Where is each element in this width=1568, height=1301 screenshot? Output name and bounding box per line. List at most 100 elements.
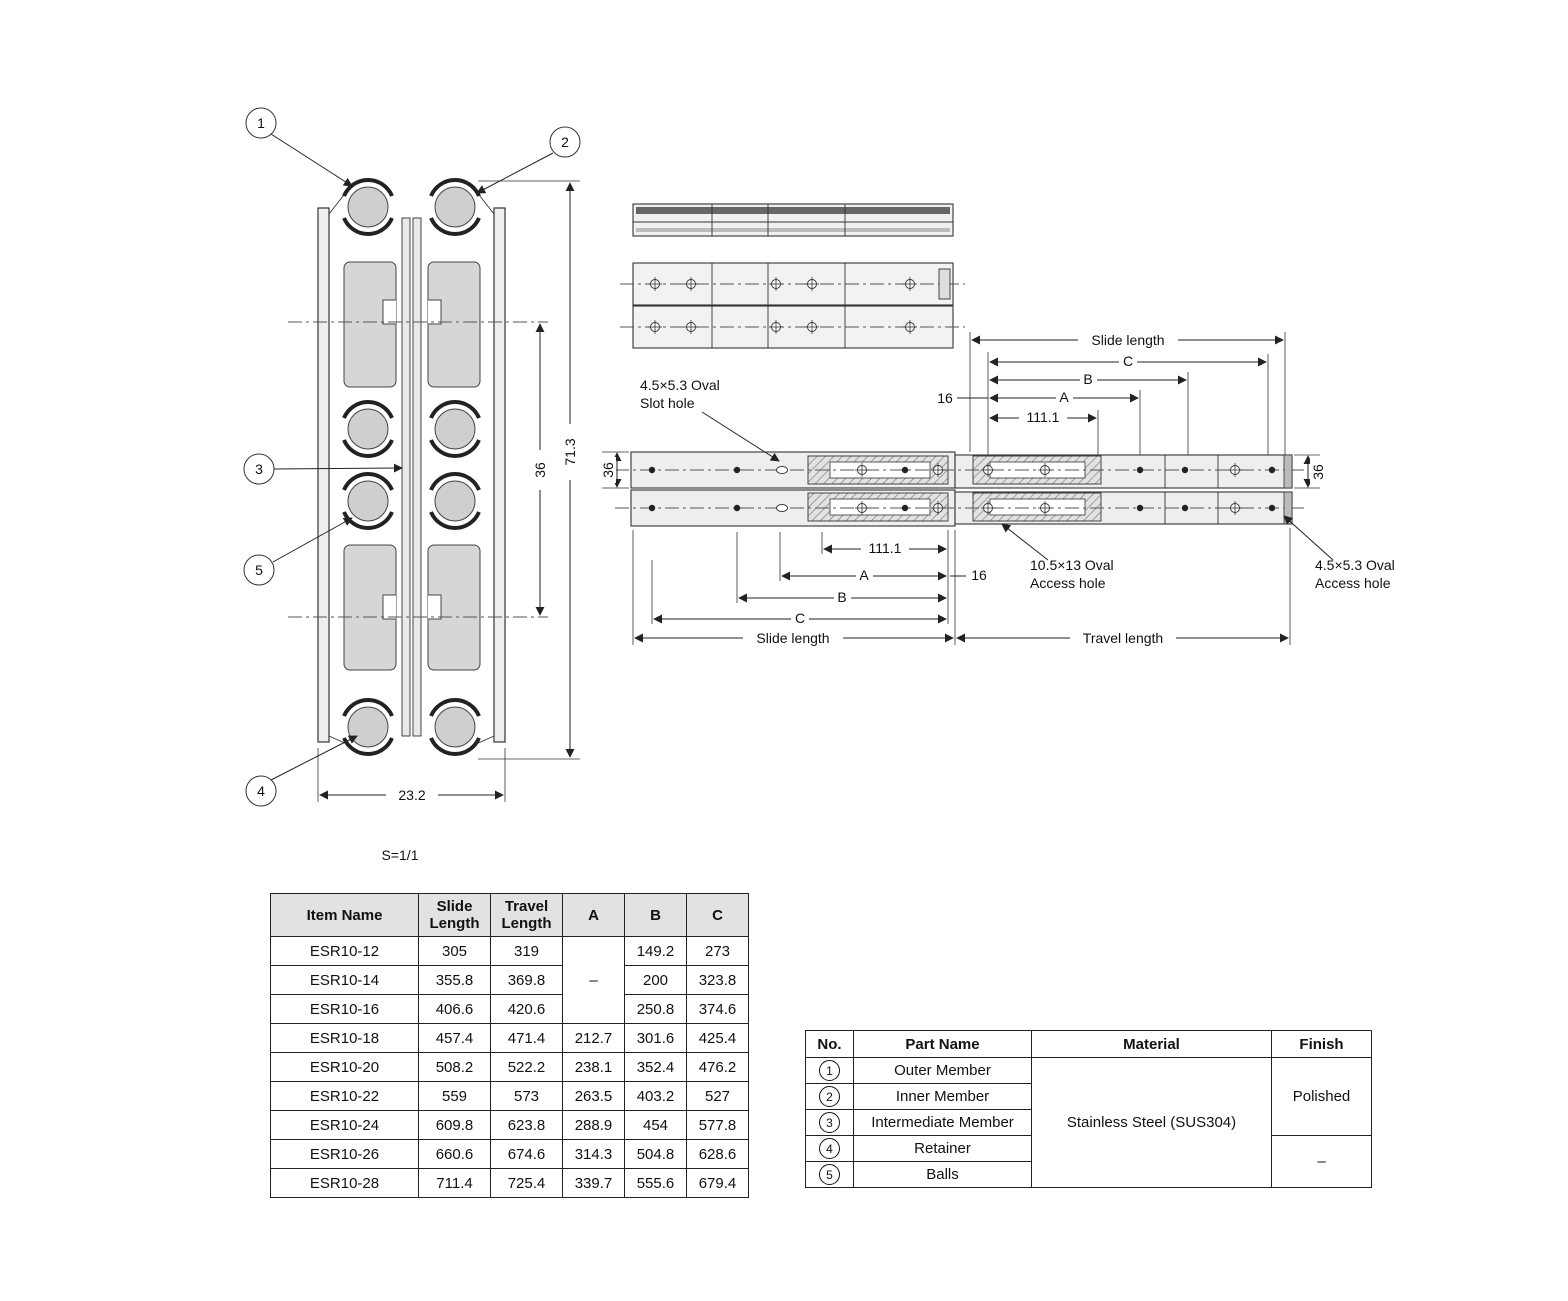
dim-c-top: C [1123, 353, 1133, 369]
dim-36-cross: 36 [531, 323, 549, 616]
cell-b: 200 [624, 965, 687, 995]
cell-part-name: Inner Member [853, 1083, 1032, 1110]
table-row: ESR10-16 406.6 420.6 250.8 374.6 [270, 994, 749, 1024]
callout-4: 4 [257, 783, 265, 799]
cell-travel: 471.4 [490, 1023, 563, 1053]
svg-text:36: 36 [1310, 464, 1326, 480]
cross-section-drawing: 36 71.3 23.2 S=1/1 1 [243, 107, 581, 863]
cell-a: 263.5 [562, 1081, 625, 1111]
cell-no: 4 [805, 1135, 854, 1162]
cell-finish-polished: Polished [1271, 1057, 1372, 1136]
table-row: ESR10-20 508.2 522.2 238.1 352.4 476.2 [270, 1052, 749, 1082]
spec-table: Item Name Slide Length Travel Length A B… [270, 893, 749, 1198]
access-hole-right-label: 4.5×5.3 Oval [1315, 557, 1395, 573]
cell-no: 2 [805, 1083, 854, 1110]
table-row: ESR10-12 305 319 – 149.2 273 [270, 936, 749, 1024]
cell-part-name: Outer Member [853, 1057, 1032, 1084]
dims-bottom-left: 111.1 A 16 B C Slide length Travel lengt… [632, 528, 1291, 646]
cell-a: 288.9 [562, 1110, 625, 1140]
cell-no: 3 [805, 1109, 854, 1136]
spec-header-row: Item Name Slide Length Travel Length A B… [270, 893, 749, 937]
dim-23-2: 23.2 [317, 748, 506, 803]
cell-item: ESR10-26 [270, 1139, 419, 1169]
cell-c: 374.6 [686, 994, 749, 1024]
cell-c: 476.2 [686, 1052, 749, 1082]
table-row: 5 Balls [805, 1161, 1372, 1188]
table-row: ESR10-22 559 573 263.5 403.2 527 [270, 1081, 749, 1111]
table-row: 4 Retainer – [805, 1135, 1372, 1188]
cell-c: 577.8 [686, 1110, 749, 1140]
cell-item: ESR10-22 [270, 1081, 419, 1111]
cell-slide: 457.4 [418, 1023, 491, 1053]
dim-b-bottom: B [837, 589, 846, 605]
cell-item: ESR10-12 [270, 936, 419, 966]
cell-b: 149.2 [624, 936, 687, 966]
cell-b: 454 [624, 1110, 687, 1140]
side-view-plan [620, 262, 965, 349]
callout-5: 5 [255, 562, 263, 578]
cell-travel: 522.2 [490, 1052, 563, 1082]
cell-travel: 573 [490, 1081, 563, 1111]
cell-travel: 623.8 [490, 1110, 563, 1140]
cell-slide: 406.6 [418, 994, 491, 1024]
svg-text:36: 36 [532, 462, 548, 478]
dim-slide-length-bottom: Slide length [756, 630, 829, 646]
side-view-extended [615, 451, 1305, 527]
table-row: 1 Outer Member Stainless Steel (SUS304) … [805, 1057, 1372, 1188]
cell-b: 403.2 [624, 1081, 687, 1111]
leader-labels: 4.5×5.3 Oval Slot hole 10.5×13 Oval Acce… [640, 377, 1395, 591]
access-hole-mid-label: 10.5×13 Oval [1030, 557, 1114, 573]
cell-no: 5 [805, 1161, 854, 1188]
svg-text:Slot hole: Slot hole [640, 395, 695, 411]
dim-111-top: 111.1 [1027, 409, 1060, 425]
dim-c-bottom: C [795, 610, 805, 626]
cell-finish-dash: – [1271, 1135, 1372, 1188]
cell-c: 679.4 [686, 1168, 749, 1198]
cell-part-name: Balls [853, 1161, 1032, 1188]
cell-a: 238.1 [562, 1052, 625, 1082]
dim-36-left: 36 [600, 451, 629, 489]
col-b: B [624, 893, 687, 937]
cell-part-name: Retainer [853, 1135, 1032, 1162]
col-c: C [686, 893, 749, 937]
cell-b: 555.6 [624, 1168, 687, 1198]
cell-c: 527 [686, 1081, 749, 1111]
cell-a: 212.7 [562, 1023, 625, 1053]
table-row: ESR10-24 609.8 623.8 288.9 454 577.8 [270, 1110, 749, 1140]
col-a: A [562, 893, 625, 937]
cell-no: 1 [805, 1057, 854, 1084]
cell-b: 352.4 [624, 1052, 687, 1082]
slot-hole-label: 4.5×5.3 Oval [640, 377, 720, 393]
scale-note: S=1/1 [382, 847, 419, 863]
callout-3: 3 [255, 461, 263, 477]
table-row: ESR10-28 711.4 725.4 339.7 555.6 679.4 [270, 1168, 749, 1198]
circled-number: 1 [819, 1060, 840, 1081]
cell-c: 628.6 [686, 1139, 749, 1169]
callouts: 1 2 3 5 4 [243, 107, 581, 807]
dim-slide-length-top: Slide length [1091, 332, 1164, 348]
cell-c: 425.4 [686, 1023, 749, 1053]
dim-16-bottom: 16 [971, 567, 987, 583]
cell-slide: 660.6 [418, 1139, 491, 1169]
cell-item: ESR10-18 [270, 1023, 419, 1053]
col-no: No. [805, 1030, 854, 1058]
dim-16-top: 16 [937, 390, 953, 406]
cell-slide: 559 [418, 1081, 491, 1111]
cell-c: 273 [686, 936, 749, 966]
callout-2: 2 [561, 134, 569, 150]
circled-number: 5 [819, 1164, 840, 1185]
cell-a: 339.7 [562, 1168, 625, 1198]
cell-item: ESR10-28 [270, 1168, 419, 1198]
callout-1: 1 [257, 115, 265, 131]
cell-item: ESR10-16 [270, 994, 419, 1024]
col-finish: Finish [1271, 1030, 1372, 1058]
col-travel-length: Travel Length [490, 893, 563, 937]
cell-c: 323.8 [686, 965, 749, 995]
cell-b: 250.8 [624, 994, 687, 1024]
cell-part-name: Intermediate Member [853, 1109, 1032, 1136]
svg-text:71.3: 71.3 [562, 438, 578, 465]
table-row: ESR10-14 355.8 369.8 200 323.8 [270, 965, 749, 995]
dim-a-bottom: A [859, 567, 869, 583]
cell-item: ESR10-14 [270, 965, 419, 995]
col-slide-length: Slide Length [418, 893, 491, 937]
